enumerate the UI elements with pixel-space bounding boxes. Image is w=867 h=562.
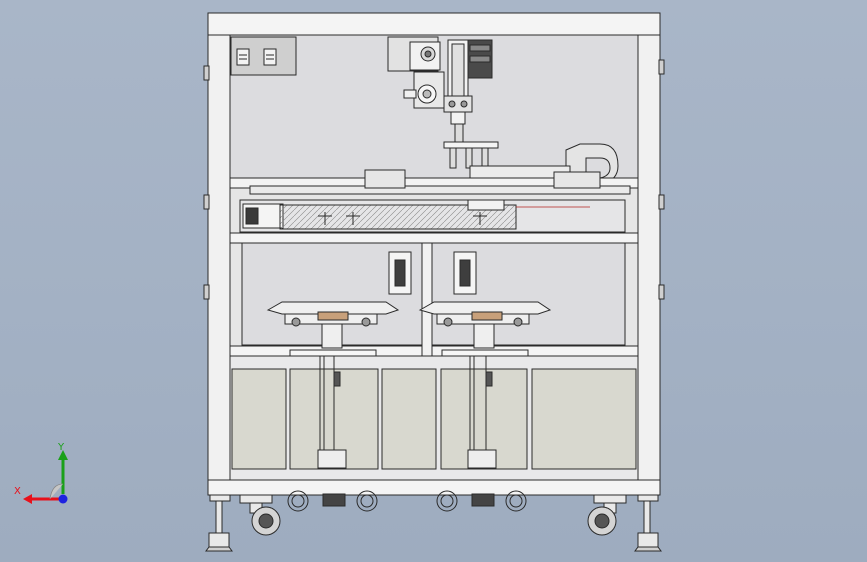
button-left [236, 48, 250, 66]
lift-table-left [266, 301, 400, 357]
y-axis-label: Y [57, 442, 65, 453]
button-right [263, 48, 277, 66]
lower-cabinet [229, 355, 639, 481]
motor-head-assembly [387, 36, 499, 169]
linear-axis [229, 169, 639, 233]
z-axis-dot [58, 494, 68, 504]
view-orientation-triad: Y X [14, 442, 68, 504]
base-and-casters [205, 490, 662, 552]
x-axis-label: X [14, 486, 21, 497]
middle-compartments [241, 242, 626, 357]
